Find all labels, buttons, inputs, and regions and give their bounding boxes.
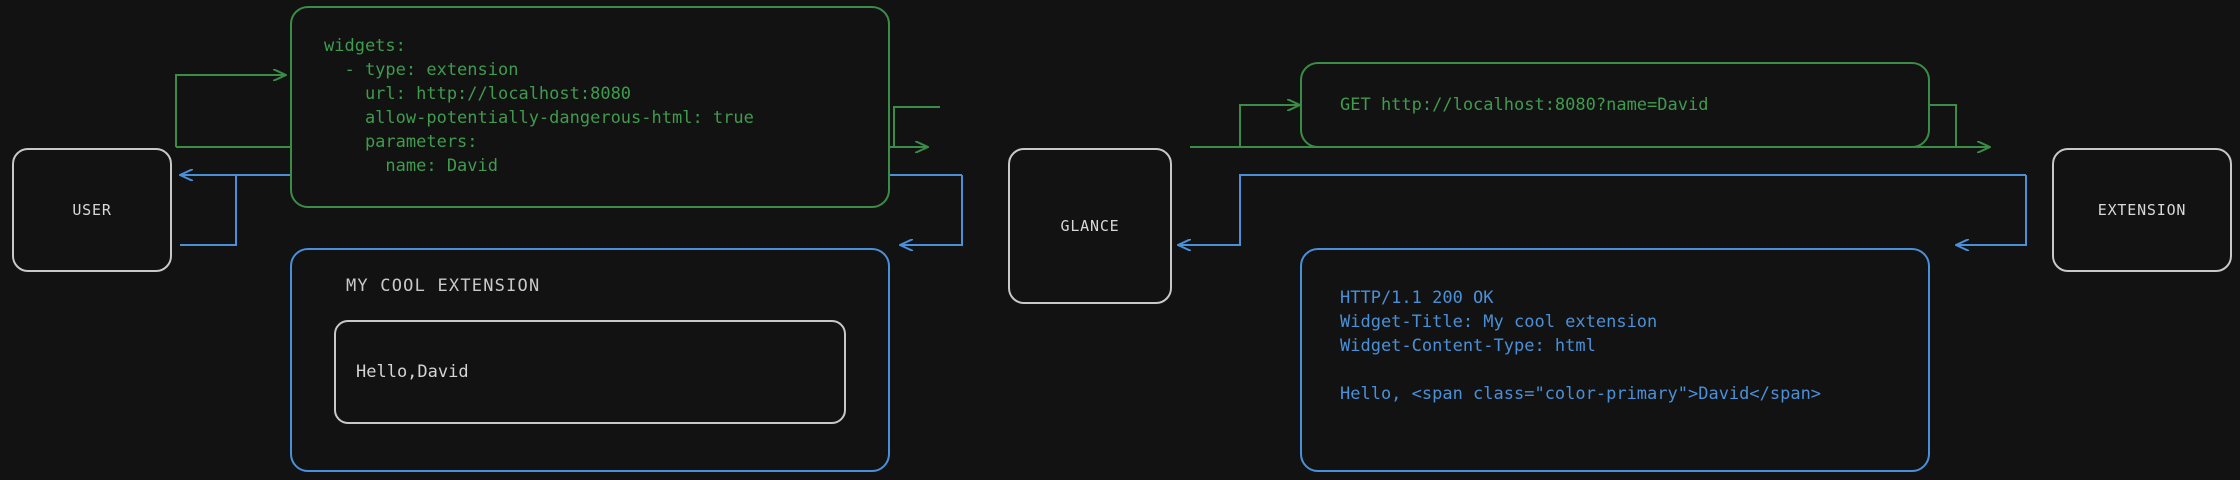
node-extension-label: EXTENSION (2097, 201, 2187, 219)
widget-title: MY COOL EXTENSION (346, 276, 541, 296)
node-user[interactable]: USER (12, 148, 172, 272)
yaml-line-6: name: David (324, 156, 498, 176)
yaml-line-3: url: http://localhost:8080 (324, 84, 632, 104)
wire-user-to-config (175, 75, 286, 147)
panel-yaml-config: widgets: - type: extension url: http://l… (290, 6, 890, 208)
response-line-3: Widget-Content-Type: html (1340, 336, 1596, 356)
node-extension[interactable]: EXTENSION (2052, 148, 2232, 272)
wire-extension-to-response (1300, 174, 2027, 245)
response-line-5: Hello, <span class="color-primary">David… (1340, 384, 1822, 404)
widget-content-box: Hello, David (334, 320, 846, 424)
response-line-1: HTTP/1.1 200 OK (1340, 288, 1494, 308)
yaml-line-5: parameters: (324, 132, 478, 152)
yaml-line-4: allow-potentially-dangerous-html: true (324, 108, 754, 128)
panel-rendered-widget: MY COOL EXTENSION Hello, David (290, 248, 890, 472)
request-line-1: GET http://localhost:8080?name=David (1340, 95, 1709, 115)
widget-name-accent: David (417, 362, 469, 382)
node-glance-label: GLANCE (1060, 217, 1120, 235)
response-blank-line (1340, 358, 1928, 382)
node-user-label: USER (72, 201, 112, 219)
panel-http-response: HTTP/1.1 200 OK Widget-Title: My cool ex… (1300, 248, 1930, 472)
widget-greeting-text: Hello, (356, 362, 418, 382)
panel-http-request: GET http://localhost:8080?name=David (1300, 62, 1930, 148)
response-line-2: Widget-Title: My cool extension (1340, 312, 1658, 332)
wire-response-to-glance (1178, 174, 1300, 245)
yaml-line-1: widgets: (324, 36, 406, 56)
wire-glance-to-request (1190, 105, 1300, 148)
node-glance[interactable]: GLANCE (1008, 148, 1172, 304)
yaml-line-2: - type: extension (324, 60, 519, 80)
